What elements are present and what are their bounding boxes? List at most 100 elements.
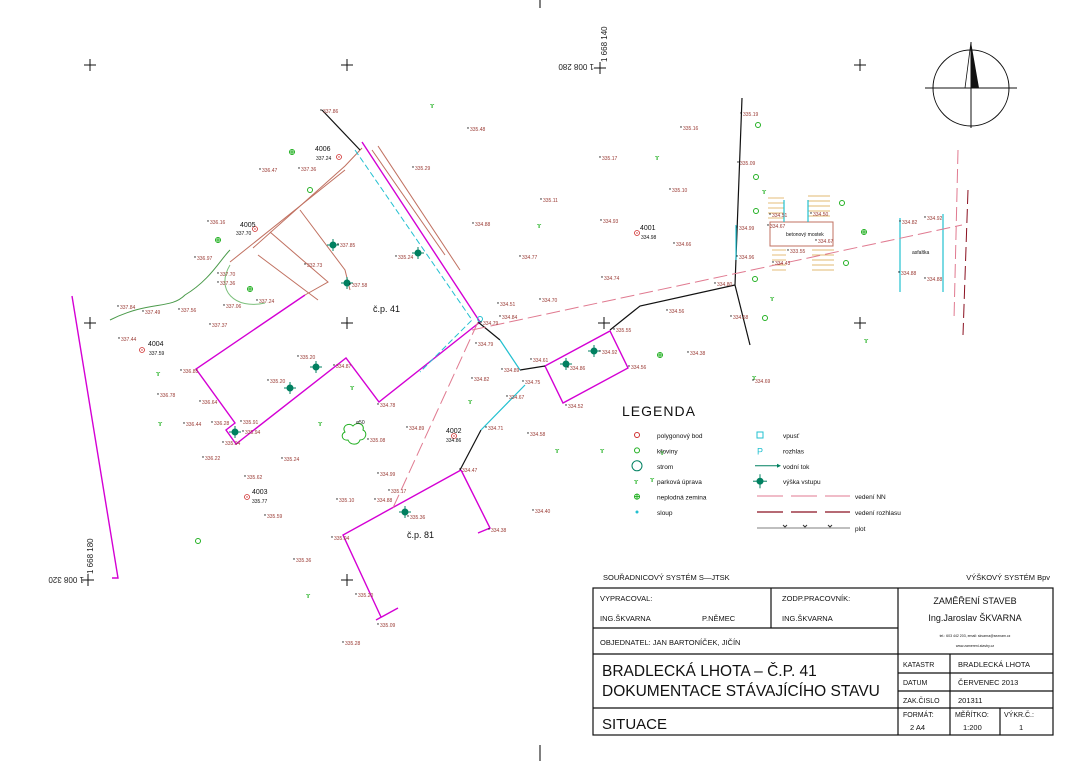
entrance-height-icon (588, 345, 600, 357)
loudspeaker-icon: P (757, 446, 763, 456)
hatching (768, 195, 834, 271)
elevation-label: 335.48 (470, 127, 486, 133)
grid-cross-icon (341, 59, 353, 71)
entrance-height-icon (284, 382, 296, 394)
elevation-label: 334.67 (509, 395, 525, 401)
barren-soil-icon (861, 229, 867, 235)
legend-title: LEGENDA (622, 403, 696, 419)
park-icon: ɤ (156, 371, 161, 378)
spot-height-dot (333, 364, 335, 366)
park-icon: ɤ (634, 479, 639, 486)
spot-height-dot (680, 126, 682, 128)
spot-height-dot (530, 358, 532, 360)
legend-label: neplodná zemina (657, 495, 707, 502)
grid-cross-icon (84, 317, 96, 329)
barren-soil-icon (289, 149, 295, 155)
shrubs-icon (762, 315, 768, 321)
fence-lines (321, 97, 751, 471)
drawing-name: SITUACE (602, 716, 667, 733)
polygon-point-icon (634, 230, 640, 236)
elevation-label: 334.70 (542, 298, 558, 304)
height-system: VÝŠKOVÝ SYSTÉM Bpv (966, 573, 1050, 582)
elevation-label: 334.74 (604, 276, 620, 282)
elevation-label: 334.80 (717, 282, 733, 288)
spot-height-dot (211, 421, 213, 423)
pole-icon (635, 510, 639, 514)
format-value: 2 A4 (910, 723, 925, 732)
elevation-label: 336.47 (262, 168, 278, 174)
polygon-point-icon (252, 226, 258, 232)
entrance-height-icon (560, 358, 572, 370)
grid-cross-icon (854, 59, 866, 71)
elevation-label: 334.47 (462, 468, 478, 474)
spot-height-dot (899, 220, 901, 222)
elevation-label: 337.56 (181, 308, 197, 314)
elevation-label: 337.06 (226, 304, 242, 310)
spot-height-dot (501, 368, 503, 370)
property-boundaries (71, 141, 629, 621)
shrubs-icon (634, 447, 640, 454)
power-line-nn (391, 149, 963, 511)
spot-height-dot (532, 509, 534, 511)
tree-icon (341, 422, 367, 445)
spot-height-dot (666, 309, 668, 311)
polygon-point-icon (139, 347, 145, 353)
spot-height-dot (377, 472, 379, 474)
elevation-label: 335.24 (398, 255, 414, 261)
elevation-label: 336.85 (183, 369, 199, 375)
survey-point-id: 4003 (252, 489, 268, 496)
elevation-label: 334.88 (475, 222, 491, 228)
elevation-label: 337.36 (220, 281, 236, 287)
legend-item: strom (631, 460, 673, 472)
spot-height-dot (304, 263, 306, 265)
elevation-label: 335.09 (740, 161, 756, 167)
elevation-label: 335.10 (672, 188, 688, 194)
spot-height-dot (714, 282, 716, 284)
elevation-label: 334.50 (813, 212, 829, 218)
legend-label: plot (855, 526, 866, 533)
spot-height-dot (736, 226, 738, 228)
legend-item: výška vstupu (753, 474, 821, 489)
building-label-cp41: č.p. 41 (373, 304, 400, 314)
elevation-label: 335.08 (370, 438, 386, 444)
shrubs-icon (195, 538, 201, 544)
sheet-value: 1 (1019, 723, 1023, 732)
survey-points: 4006 337.24 4005 337.70 4001 334.98 4004… (148, 146, 657, 505)
spot-height-dot (377, 403, 379, 405)
datum-value: ČERVENEC 2013 (958, 678, 1018, 687)
elevation-label: 337.49 (145, 310, 161, 316)
spot-height-dot (222, 441, 224, 443)
park-icon: ɤ (350, 385, 355, 392)
elevation-label: 334.77 (522, 255, 538, 261)
entrance-height-icon (341, 277, 353, 289)
elevation-label: 337.24 (259, 299, 275, 305)
legend-label: sloup (657, 510, 673, 517)
sheet-label: VÝKR.Č.: (1004, 710, 1034, 719)
spot-height-dot (374, 498, 376, 500)
coord-system: SOUŘADNICOVÝ SYSTÉM S—JTSK (603, 573, 730, 582)
responsible-label: ZODP.PRACOVNÍK: (782, 594, 850, 603)
elevation-label: 335.20 (300, 355, 316, 361)
elevation-label: 334.61 (533, 358, 549, 364)
spot-height-dot (412, 166, 414, 168)
entrance-height-icon (229, 426, 241, 438)
spot-height-dot (471, 377, 473, 379)
radio-line (962, 189, 969, 336)
entrance-height-icon (399, 506, 411, 518)
legend-item: vodní tok (755, 463, 810, 471)
scale-value: 1:200 (963, 723, 982, 732)
company-name: ZAMĚŘENÍ STAVEB (933, 596, 1016, 606)
elevation-label: 334.67 (818, 239, 834, 245)
elevation-label: 335.94 (225, 441, 241, 447)
legend-label: vodní tok (783, 464, 810, 471)
elevation-label: 337.36 (301, 167, 317, 173)
elevation-label: 335.17 (602, 156, 618, 162)
elevation-label: 334.88 (377, 498, 393, 504)
legend-label: vedení NN (855, 494, 886, 501)
park-icon: ɤ (650, 477, 655, 484)
elevation-label: 334.52 (568, 404, 584, 410)
spot-height-dot (752, 379, 754, 381)
elevation-label: 335.16 (683, 126, 699, 132)
elevation-label: 337.37 (212, 323, 228, 329)
